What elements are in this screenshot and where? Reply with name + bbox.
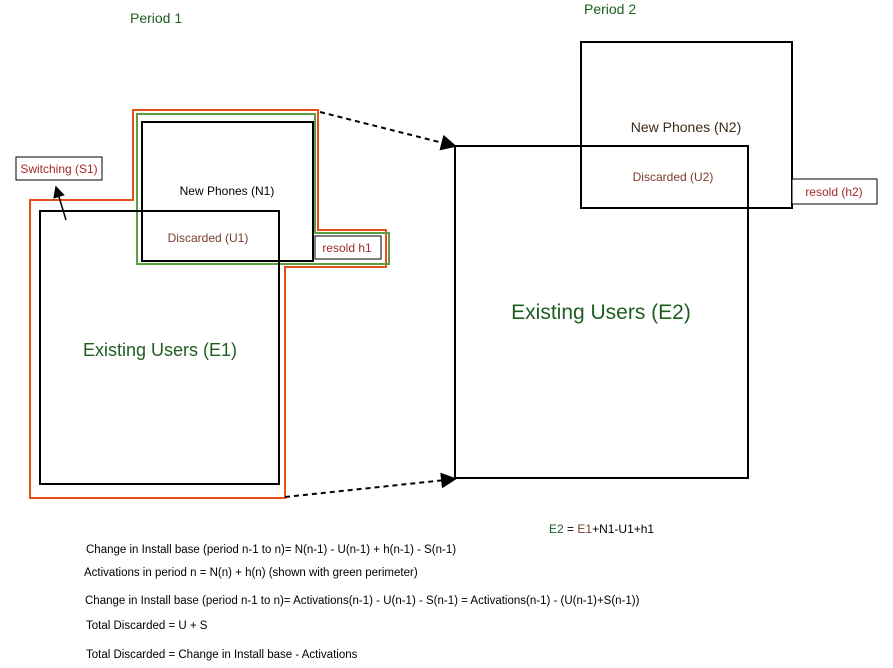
equals-sign: = — [563, 522, 578, 536]
resold-h1-label: resold h1 — [322, 241, 372, 255]
existing-users-e1-box — [39, 210, 280, 485]
resold-h1-box — [314, 235, 382, 260]
e1-term: E1 — [577, 522, 593, 536]
formula-change-install-base: Change in Install base (period n-1 to n)… — [86, 544, 457, 556]
existing-users-e1-label: Existing Users (E1) — [83, 340, 237, 360]
resold-h2-label: resold (h2) — [805, 185, 862, 199]
e2-equation: E2 = E1+N1-U1+h1 — [549, 522, 654, 536]
discarded-u1-label: Discarded (U1) — [168, 231, 249, 245]
e2-term: E2 — [549, 522, 564, 536]
new-phones-n2-box — [580, 41, 793, 209]
existing-users-e2-box — [454, 145, 749, 479]
period-1-title: Period 1 — [130, 10, 182, 26]
formula-total-discarded-2: Total Discarded = Change in Install base… — [86, 649, 358, 661]
new-phones-n1-box — [141, 121, 314, 262]
switching-s1-label: Switching (S1) — [20, 162, 97, 176]
new-phones-n1-label: New Phones (N1) — [180, 184, 275, 198]
install-base-outline-orange — [29, 109, 387, 499]
period-2-title: Period 2 — [584, 1, 636, 17]
switching-arrow — [53, 185, 67, 221]
switching-s1-box — [15, 156, 103, 181]
connector-arrow-bottom — [284, 472, 457, 498]
existing-users-e2-label: Existing Users (E2) — [511, 301, 691, 324]
resold-h2-box — [791, 178, 878, 205]
activations-outline-green — [136, 113, 390, 265]
new-phones-n2-label: New Phones (N2) — [631, 119, 742, 135]
connector-arrow-top — [319, 111, 457, 151]
formula-activations: Activations in period n = N(n) + h(n) (s… — [84, 567, 418, 579]
discarded-u2-label: Discarded (U2) — [633, 170, 714, 184]
formula-total-discarded-1: Total Discarded = U + S — [86, 620, 208, 632]
equation-rest: +N1-U1+h1 — [592, 522, 655, 536]
formula-change-activations: Change in Install base (period n-1 to n)… — [85, 595, 640, 607]
